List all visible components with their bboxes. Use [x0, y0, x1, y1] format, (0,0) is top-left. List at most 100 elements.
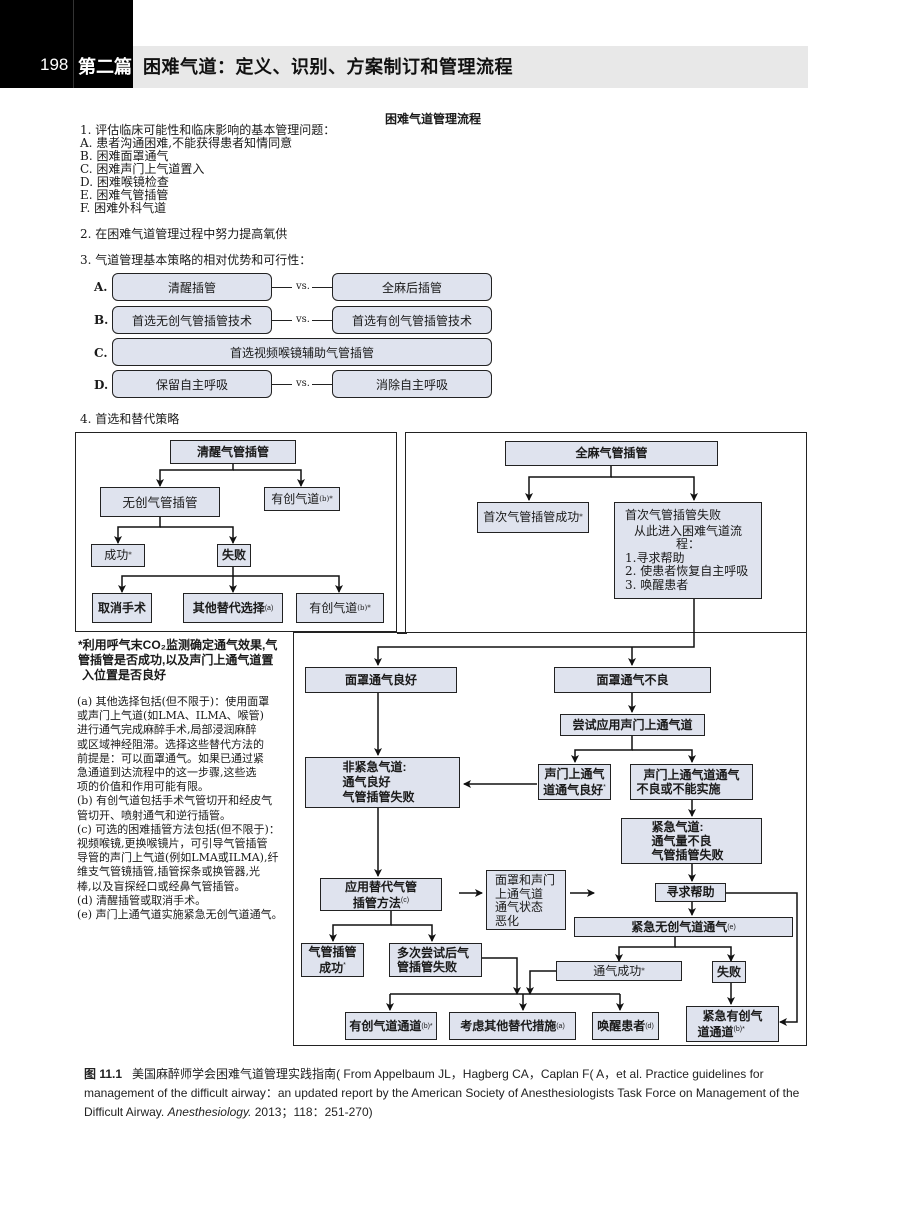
arrow — [571, 736, 633, 763]
node-consider-other: 考虑其他替代措施(a) — [449, 1012, 576, 1040]
note-line: 入位置是否良好 — [82, 668, 167, 682]
node-vent-fail: 失败 — [712, 961, 746, 983]
node-sga-poor: 声门上通气道通气 不良或不能实施 — [630, 764, 753, 800]
node-invasive-access: 有创气道通道(b)* — [345, 1012, 437, 1040]
chapter-title: 困难气道：定义、识别、方案制订和管理流程 — [143, 57, 513, 77]
arrow — [525, 466, 612, 501]
strategy-preserve-breathing: 保留自主呼吸 — [112, 370, 272, 398]
strategy-video-laryngoscope: 首选视频喉镜辅助气管插管 — [112, 338, 492, 366]
node-fail: 失败 — [217, 544, 251, 567]
node-line: 通气状态 — [495, 900, 544, 914]
footnote-mark: * — [128, 551, 132, 559]
node-ga-intubation: 全麻气管插管 — [505, 441, 718, 466]
note-line: (b) 有创气道包括手术气管切开和经皮气 — [77, 794, 273, 808]
node-label: 紧急无创气道通气 — [631, 919, 728, 934]
node-line: 声门上通气道通气 — [643, 768, 740, 782]
footnote-mark: * — [641, 966, 645, 975]
node-emergency-noninvasive: 紧急无创气道通气(e) — [574, 917, 793, 937]
footnote-mark: (d) — [645, 1022, 654, 1030]
section1-item: F. 困难外科气道 — [80, 201, 167, 215]
note-line: 或区域神经阻滞。选择这些替代方法的 — [77, 737, 264, 751]
node-line: 通气良好 — [342, 775, 391, 789]
row-letter: B. — [94, 313, 109, 327]
section4-heading: 4. 首选和替代策略 — [80, 412, 180, 426]
footnote-mark: (b)* — [733, 1026, 745, 1033]
footnote-mark: (b)* — [357, 603, 371, 612]
section1-item: D. 困难喉镜检查 — [80, 175, 169, 189]
node-sga-good: 声门上通气 道通气良好* — [538, 764, 611, 800]
arrow — [233, 469, 305, 487]
node-line: 首次气管插管失败 — [625, 508, 722, 522]
node-invasive-airway-bottom: 有创气道(b)* — [296, 593, 384, 623]
header-page-block — [0, 0, 133, 88]
node-label: 有创气道 — [271, 491, 320, 506]
node-deteriorate: 面罩和声门 上通气道 通气状态 恶化 — [486, 870, 566, 930]
caption-title: 美国麻醉师学会困难气道管理实践指南 — [132, 1067, 337, 1081]
node-label: 成功 — [104, 548, 129, 562]
note-line: (e) 声门上通气道实施紧急无创气道通气。 — [77, 908, 283, 922]
note-line: 进行通气完成麻醉手术,局部浸润麻醉 — [77, 723, 257, 737]
caption-citation: 2013；118：251-270) — [251, 1105, 373, 1119]
arrow — [118, 567, 234, 593]
node-label: 有创气道通道 — [349, 1018, 422, 1033]
ga-frame-bottom — [293, 632, 807, 1046]
arrow — [526, 970, 556, 995]
section1-item: C. 困难声门上气道置入 — [80, 162, 205, 176]
node-line: 2. 使患者恢复自主呼吸 — [625, 564, 749, 578]
node-label: 唤醒患者 — [597, 1018, 646, 1033]
vs-label: vs. — [296, 281, 310, 292]
arrow — [675, 946, 735, 962]
arrow — [391, 924, 436, 942]
node-line: 插管方法 — [352, 895, 401, 910]
vs-connector — [272, 384, 292, 385]
section1-item: A. 患者沟通困难,不能获得患者知情同意 — [80, 136, 293, 150]
node-label: 其他替代选择 — [192, 600, 265, 615]
node-invasive-airway-top: 有创气道(b)* — [264, 487, 340, 511]
star-footnote: *利用呼气末CO₂监测确定通气效果,气 管插管是否成功,以及声门上通气道置 入位… — [78, 638, 293, 683]
footnote-mark: * — [579, 513, 583, 521]
node-line: 上通气道 — [495, 886, 544, 901]
node-line: 道通道 — [697, 1025, 734, 1039]
vs-label: vs. — [296, 314, 310, 325]
node-line: 1.寻求帮助 — [625, 550, 685, 565]
note-line: 项的价值和作用可能有限。 — [77, 780, 209, 794]
header-title-band — [133, 46, 808, 88]
figure-label: 图 11.1 — [84, 1067, 123, 1081]
node-other-alternatives: 其他替代选择(a) — [183, 593, 283, 623]
node-line: 面罩和声门 — [495, 873, 556, 887]
footnote-mark: (c) — [400, 896, 410, 904]
strategy-noninvasive: 首选无创气管插管技术 — [112, 306, 272, 334]
page-number: 198 — [40, 55, 69, 74]
note-line: 棒,以及盲探经口或经鼻气管插管。 — [77, 879, 246, 893]
node-line: 从此进入困难气道流程： — [633, 523, 742, 551]
awake-intubation-frame — [75, 432, 397, 632]
note-line: 导管的声门上气道(例如LMA或ILMA),纤 — [77, 851, 279, 865]
node-line: 气管插管 — [308, 945, 357, 959]
node-emergency-airway: 紧急气道: 通气量不良 气管插管失败 — [621, 818, 762, 864]
node-emergency-invasive: 紧急有创气 道通道(b)* — [686, 1006, 779, 1042]
strategy-invasive: 首选有创气管插管技术 — [332, 306, 492, 334]
vs-connector — [272, 287, 292, 288]
node-line: 成功 — [319, 961, 344, 975]
note-line: (c) 可选的困难插管方法包括(但不限于)： — [77, 822, 280, 836]
node-line: 非紧急气道: — [342, 760, 407, 774]
node-cancel-surgery: 取消手术 — [92, 593, 152, 623]
note-line: 维支气管镜插管,插管探条或换管器,光 — [77, 865, 260, 879]
node-try-sga: 尝试应用声门上通气道 — [560, 714, 705, 736]
arrow — [726, 892, 798, 1026]
journal-name: Anesthesiology. — [167, 1105, 252, 1119]
strategy-general-anesthesia: 全麻后插管 — [332, 273, 492, 301]
frame-joint — [397, 632, 407, 634]
node-line: 3. 唤醒患者 — [625, 577, 689, 592]
section1-item: B. 困难面罩通气 — [80, 149, 169, 163]
arrow — [482, 957, 521, 995]
node-nonemergency-airway: 非紧急气道: 通气良好 气管插管失败 — [305, 757, 460, 808]
node-alt-intubation: 应用替代气管 插管方法(c) — [320, 878, 442, 911]
node-awake-intubation: 清醒气管插管 — [170, 440, 296, 464]
arrow — [611, 476, 698, 501]
section3-heading: 3. 气道管理基本策略的相对优势和可行性： — [80, 253, 312, 267]
footnote-mark: (b)* — [319, 494, 333, 503]
arrow — [374, 599, 695, 666]
section1-item: E. 困难气管插管 — [80, 188, 169, 202]
section1-heading: 1. 评估临床可能性和临床影响的基本管理问题： — [80, 123, 336, 137]
